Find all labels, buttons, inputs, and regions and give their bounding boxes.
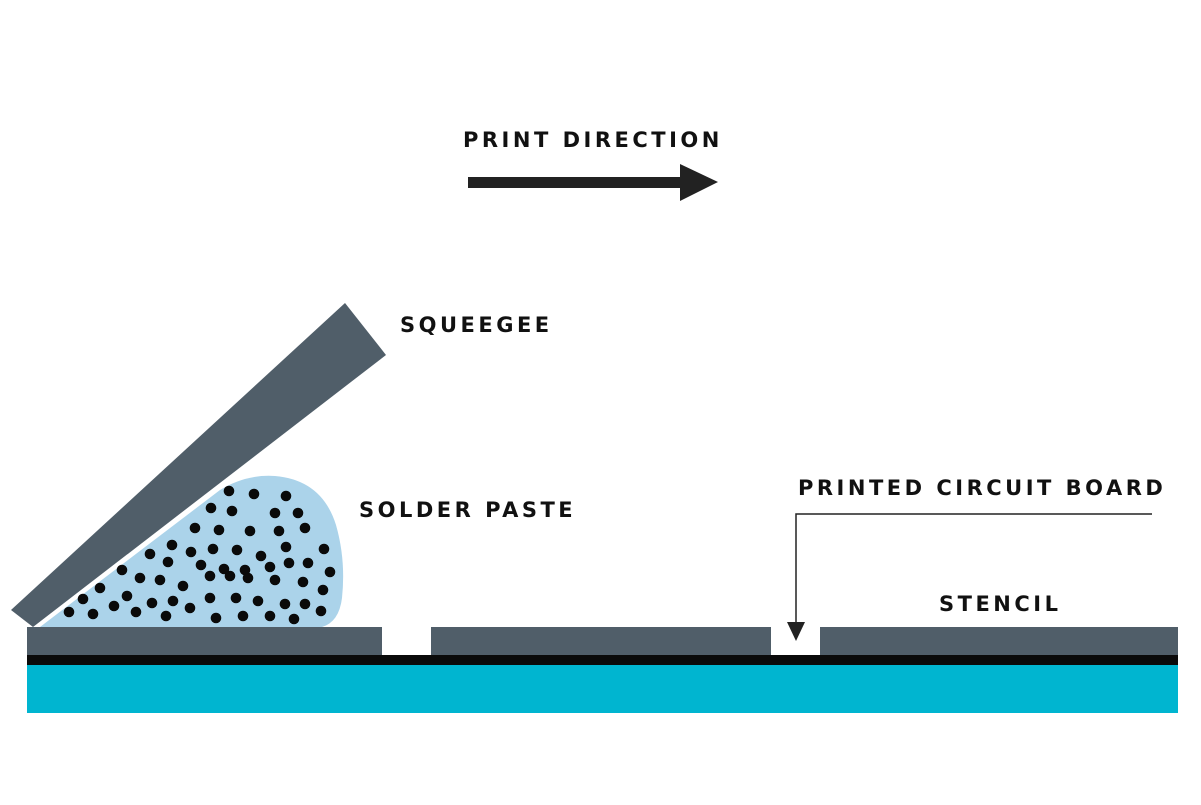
solder-particle [255,550,267,562]
solder-particle [231,544,243,556]
solder-particles [63,485,336,625]
solder-particle [108,600,120,612]
solder-particle [207,543,219,555]
solder-particle [239,564,251,576]
solder-particle [63,606,75,618]
solder-particle [185,546,197,558]
stencil-segment [431,627,771,655]
solder-particle [223,485,235,497]
solder-particle [280,490,292,502]
solder-particle [269,507,281,519]
solder-particle [134,572,146,584]
solder-particle [226,505,238,517]
solder-particle [177,580,189,592]
solder-particle [288,613,300,625]
solder-particle [87,608,99,620]
squeegee-label: SQUEEGEE [400,313,553,337]
solder-particle [283,557,295,569]
solder-particle [302,557,314,569]
solder-particle [299,598,311,610]
solder-particle [318,543,330,555]
solder-particle [184,602,196,614]
solder-particle [299,522,311,534]
solder-particle [317,584,329,596]
solder-particle [237,610,249,622]
solder-particle [204,592,216,604]
stencil [27,627,1178,655]
solder-particle [248,488,260,500]
solder-particle [160,610,172,622]
solder-particle [280,541,292,553]
solder-particle [154,574,166,586]
solder-particle [315,605,327,617]
solder-paste-label: SOLDER PASTE [359,498,577,522]
print-direction-label: PRINT DIRECTION [463,128,723,152]
solder-particle [213,524,225,536]
solder-particle [189,522,201,534]
solder-particle [264,561,276,573]
solder-particle [130,606,142,618]
solder-particle [273,525,285,537]
solder-particle [264,610,276,622]
solder-particle [269,574,281,586]
solder-particle [77,593,89,605]
pointer-arrowhead [787,622,805,641]
solder-particle [204,570,216,582]
solder-particle [218,563,230,575]
solder-particle [224,570,236,582]
solder-particle [116,564,128,576]
pcb-pointer [787,513,1152,641]
solder-particle [205,502,217,514]
pointer-line [795,513,1152,626]
solder-particle [210,612,222,624]
squeegee-blade [11,303,386,627]
pcb-label: PRINTED CIRCUIT BOARD [798,476,1167,500]
solder-particle [162,556,174,568]
print-direction-arrow [468,164,718,201]
solder-particle [279,598,291,610]
stencil-segment [27,627,382,655]
solder-particle [166,539,178,551]
arrow-head [680,164,718,201]
stencil-segment [820,627,1178,655]
solder-particle [244,525,256,537]
solder-particle [195,559,207,571]
solder-particle [146,597,158,609]
solder-particle [324,566,336,578]
pcb-top-layer [27,655,1178,665]
arrow-shaft [468,177,686,188]
solder-particle [297,576,309,588]
solder-particle [121,590,133,602]
solder-particle [252,595,264,607]
stencil-label: STENCIL [939,592,1062,616]
solder-particle [292,507,304,519]
solder-particle [242,572,254,584]
pcb [27,665,1178,713]
solder-particle [167,595,179,607]
solder-particle [144,548,156,560]
solder-particle [94,582,106,594]
solder-particle [230,592,242,604]
